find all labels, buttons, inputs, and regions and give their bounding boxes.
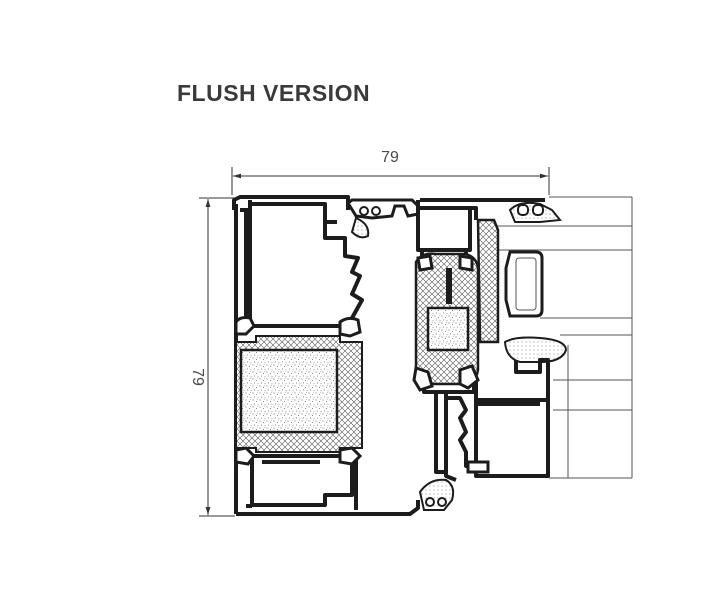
width-dimension: 79	[231, 149, 550, 195]
outer-frame-profile	[232, 195, 420, 516]
height-dimension: 79	[189, 197, 235, 517]
glazing-unit	[497, 196, 633, 479]
glazing-gasket-bottom	[503, 336, 568, 363]
bottom-sash-seal	[418, 460, 490, 511]
top-sash-seal	[346, 198, 420, 239]
width-dimension-label: 79	[381, 149, 399, 166]
glazing-spacer	[504, 250, 544, 318]
diagram-title: FLUSH VERSION	[177, 80, 371, 106]
height-dimension-label: 79	[189, 368, 206, 386]
frame-thermal-break	[234, 316, 363, 466]
sash-thermal-break	[412, 252, 480, 392]
glazing-bead-gasket	[476, 218, 500, 344]
